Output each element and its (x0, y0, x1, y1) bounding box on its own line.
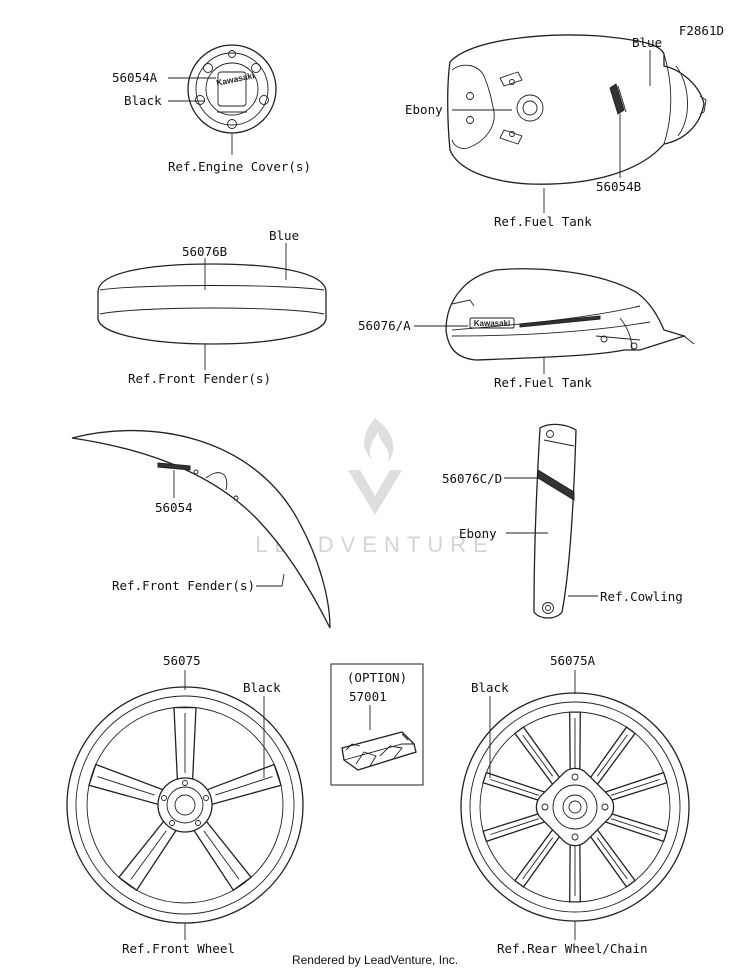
fuel-tank-side-logo: Kawasaki (474, 319, 510, 328)
option-box: (OPTION) 57001 (330, 663, 424, 786)
wheel-spoke-line (596, 734, 628, 777)
fuel-tank-top-finish: Ebony (405, 102, 443, 117)
watermark-v-icon (348, 470, 402, 515)
option-part-number: 57001 (349, 689, 387, 704)
fuel-tank-side-part-number: 56076/A (358, 318, 411, 333)
fuel-tank-top-ref: Ref.Fuel Tank (494, 214, 592, 229)
engine-cover-part-number: 56054A (112, 70, 158, 85)
front-fender-top-drawing (97, 263, 327, 345)
fuel-tank-top-part-number: 56054B (596, 179, 641, 194)
fuel-tank-side-logo-plate (469, 317, 515, 329)
cowling-ref: Ref.Cowling (600, 589, 683, 604)
wheel-spoke-line (522, 734, 554, 777)
engine-cover-ref: Ref.Engine Cover(s) (168, 159, 311, 174)
front-wheel-color: Black (243, 680, 281, 695)
figure-code: F2861D (679, 23, 724, 38)
front-fender-side-ref: Ref.Front Fender(s) (112, 578, 255, 593)
watermark-flame-icon (364, 418, 394, 462)
fuel-tank-top-color: Blue (632, 35, 662, 50)
front-fender-top-ref: Ref.Front Fender(s) (128, 371, 271, 386)
wheel-spoke-line (610, 779, 660, 796)
cowling-finish: Ebony (459, 526, 497, 541)
front-wheel-ref: Ref.Front Wheel (122, 941, 235, 956)
cowling-part-number: 56076C/D (442, 471, 502, 486)
wheel-spoke-line (203, 830, 240, 880)
wheel-spoke-line (490, 818, 540, 835)
footer-credit: Rendered by LeadVenture, Inc. (292, 953, 458, 967)
front-wheel-part-number: 56075 (163, 653, 201, 668)
wheel-spoke-line (610, 818, 660, 835)
engine-cover-drawing: Kawasaki (187, 44, 277, 134)
engine-cover-logo-plate (217, 71, 247, 107)
option-heading: (OPTION) (347, 670, 407, 685)
wheel-spoke-line (130, 830, 167, 880)
wheel-spoke-line (97, 776, 155, 796)
wheel-spoke-line (490, 779, 540, 796)
rear-wheel-drawing (460, 692, 690, 922)
fuel-tank-side-ref: Ref.Fuel Tank (494, 375, 592, 390)
rear-wheel-spokes (482, 711, 668, 903)
rear-wheel-part-number: 56075A (550, 653, 596, 668)
front-fender-side-part-number: 56054 (155, 500, 193, 515)
front-fender-side-drawing (71, 429, 331, 629)
option-part-drawing (341, 731, 417, 771)
front-wheel-drawing (66, 686, 304, 924)
front-fender-top-color: Blue (269, 228, 299, 243)
front-wheel-spokes (88, 706, 282, 892)
front-fender-side-ref-leader (256, 573, 285, 587)
wheel-spoke-line (215, 776, 273, 796)
rear-wheel-color: Black (471, 680, 509, 695)
engine-cover-color: Black (124, 93, 162, 108)
fuel-tank-top-drawing (447, 34, 707, 185)
front-fender-top-part-number: 56076B (182, 244, 227, 259)
rear-wheel-ref: Ref.Rear Wheel/Chain (497, 941, 648, 956)
cowling-drawing (533, 423, 577, 619)
fuel-tank-side-drawing: Kawasaki (445, 268, 695, 361)
wheel-spoke-line (596, 837, 628, 880)
wheel-spoke-line (522, 837, 554, 880)
